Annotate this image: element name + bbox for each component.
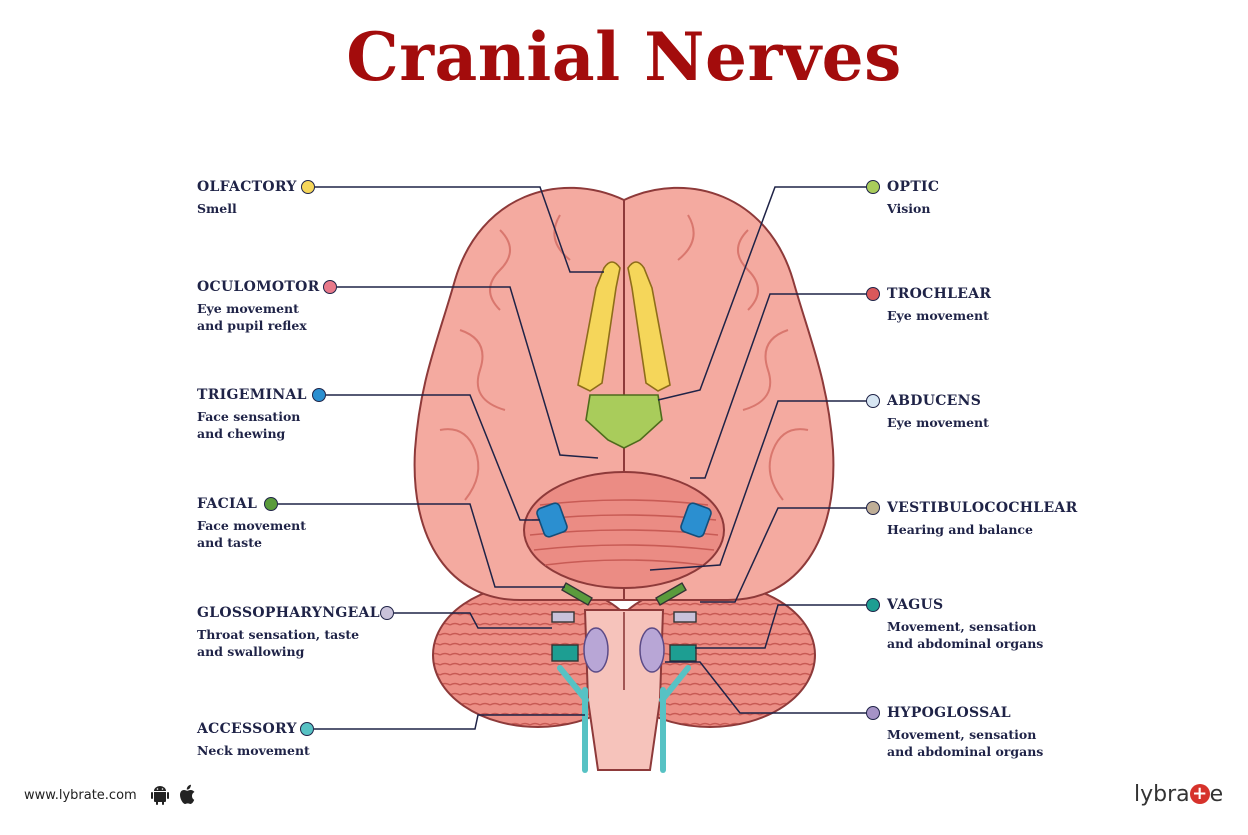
- nerve-name: VAGUS: [887, 597, 1043, 613]
- nerve-name: TROCHLEAR: [887, 286, 991, 302]
- nerve-name: ABDUCENS: [887, 393, 989, 409]
- android-icon[interactable]: [150, 784, 170, 806]
- glossopharyngeal-marker: [380, 606, 394, 620]
- nerve-function-line2: and chewing: [197, 425, 307, 442]
- nerve-label-abducens: ABDUCENS Eye movement: [887, 393, 989, 431]
- nerve-function-line2: and pupil reflex: [197, 317, 320, 334]
- nerve-name: GLOSSOPHARYNGEAL: [197, 605, 380, 621]
- nerve-name: TRIGEMINAL: [197, 387, 307, 403]
- nerve-function-line2: and abdominal organs: [887, 743, 1043, 760]
- nerve-name: ACCESSORY: [197, 721, 310, 737]
- olfactory-marker: [301, 180, 315, 194]
- nerve-name: HYPOGLOSSAL: [887, 705, 1043, 721]
- nerve-label-vagus: VAGUS Movement, sensation and abdominal …: [887, 597, 1043, 652]
- nerve-label-olfactory: OLFACTORY Smell: [197, 179, 297, 217]
- logo-text-left: lybra: [1134, 782, 1190, 807]
- nerve-label-trochlear: TROCHLEAR Eye movement: [887, 286, 991, 324]
- nerve-name: FACIAL: [197, 496, 306, 512]
- nerve-name: OPTIC: [887, 179, 939, 195]
- nerve-function: Movement, sensation: [887, 726, 1043, 743]
- logo-text-right: e: [1210, 782, 1224, 807]
- nerve-label-oculomotor: OCULOMOTOR Eye movement and pupil reflex: [197, 279, 320, 334]
- nerve-function: Face movement: [197, 517, 306, 534]
- nerve-label-trigeminal: TRIGEMINAL Face sensation and chewing: [197, 387, 307, 442]
- nerve-function: Movement, sensation: [887, 618, 1043, 635]
- abducens-marker: [866, 394, 880, 408]
- nerve-label-hypoglossal: HYPOGLOSSAL Movement, sensation and abdo…: [887, 705, 1043, 760]
- nerve-function-line2: and taste: [197, 534, 306, 551]
- nerve-function-line2: and swallowing: [197, 643, 380, 660]
- logo-plus-icon: +: [1190, 784, 1210, 804]
- nerve-function: Vision: [887, 200, 939, 217]
- nerve-name: OLFACTORY: [197, 179, 297, 195]
- vestibulocochlear-marker: [866, 501, 880, 515]
- nerve-function: Neck movement: [197, 742, 310, 759]
- nerve-function-line2: and abdominal organs: [887, 635, 1043, 652]
- trochlear-marker: [866, 287, 880, 301]
- nerve-name: VESTIBULOCOCHLEAR: [887, 500, 1078, 516]
- nerve-function: Eye movement: [197, 300, 320, 317]
- nerve-label-accessory: ACCESSORY Neck movement: [197, 721, 310, 759]
- brainstem: [584, 610, 664, 770]
- nerve-function: Eye movement: [887, 414, 989, 431]
- website-url[interactable]: www.lybrate.com: [24, 788, 137, 803]
- vagus-marker: [866, 598, 880, 612]
- hypoglossal-marker: [866, 706, 880, 720]
- nerve-function: Smell: [197, 200, 297, 217]
- nerve-function: Eye movement: [887, 307, 991, 324]
- nerve-function: Hearing and balance: [887, 521, 1078, 538]
- nerve-function: Throat sensation, taste: [197, 626, 380, 643]
- apple-icon[interactable]: [178, 784, 198, 806]
- nerve-label-optic: OPTIC Vision: [887, 179, 939, 217]
- nerve-label-facial: FACIAL Face movement and taste: [197, 496, 306, 551]
- nerve-label-glossopharyngeal: GLOSSOPHARYNGEAL Throat sensation, taste…: [197, 605, 380, 660]
- oculomotor-marker: [323, 280, 337, 294]
- nerve-name: OCULOMOTOR: [197, 279, 320, 295]
- optic-marker: [866, 180, 880, 194]
- trigeminal-marker: [312, 388, 326, 402]
- nerve-label-vestibulocochlear: VESTIBULOCOCHLEAR Hearing and balance: [887, 500, 1078, 538]
- nerve-function: Face sensation: [197, 408, 307, 425]
- lybrate-logo[interactable]: lybra+e: [1134, 782, 1223, 807]
